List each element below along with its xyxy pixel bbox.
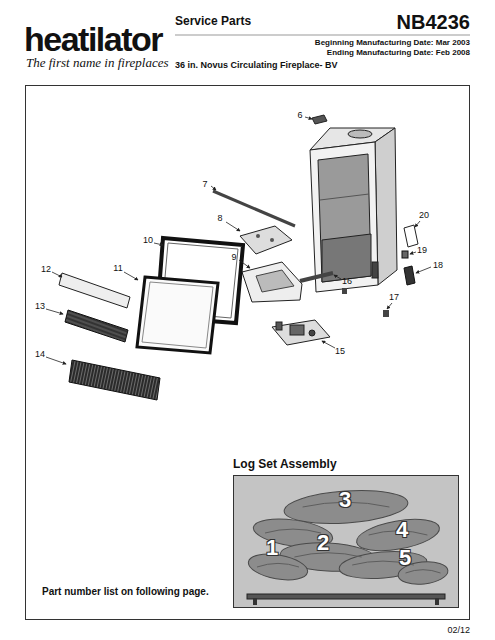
receiver [404, 225, 418, 247]
top-trim [59, 273, 130, 308]
log-callout: 4 [396, 517, 408, 542]
start-date: Beginning Manufacturing Date: Mar 2003 [315, 38, 470, 47]
log-grate-plate [240, 226, 292, 254]
log-callout: 3 [339, 487, 351, 512]
log-set-box: Log Set Assembly [233, 458, 459, 608]
callout-number: 16 [342, 276, 352, 286]
switch [402, 251, 408, 258]
callout-number: 8 [217, 213, 222, 223]
louver [65, 310, 128, 342]
log-callout: 2 [317, 530, 329, 555]
callout-number: 20 [419, 210, 429, 220]
product-name: 36 in. Novus Circulating Fireplace- BV [175, 60, 338, 70]
brand-logo: heatilator [24, 20, 162, 59]
callout-number: 19 [417, 245, 427, 255]
log-callout: 5 [399, 545, 411, 570]
support-bar [300, 273, 333, 281]
screw [383, 310, 389, 317]
end-date: Ending Manufacturing Date: Feb 2008 [327, 48, 470, 57]
callout-number: 18 [433, 260, 443, 270]
screw [342, 288, 347, 294]
rod [213, 191, 295, 226]
callout-number: 14 [35, 349, 45, 359]
fireplace-body [310, 128, 397, 292]
doc-type: Service Parts [175, 15, 251, 29]
callout-number: 17 [389, 292, 399, 302]
page-date: 02/12 [447, 625, 470, 635]
callout-number: 9 [231, 252, 236, 262]
callout-number: 10 [143, 235, 153, 245]
callout-number: 6 [297, 110, 302, 120]
callout-number: 7 [202, 179, 207, 189]
valve-assembly [272, 320, 330, 345]
grille [69, 360, 160, 400]
header-rule [175, 35, 470, 36]
burner-pan [242, 262, 302, 302]
remote [404, 266, 415, 285]
note: Part number list on following page. [42, 586, 209, 598]
leader-lines [46, 117, 431, 364]
model-number: NB4236 [397, 11, 470, 34]
bracket [312, 115, 327, 124]
callout-number: 11 [113, 263, 122, 273]
section-heading: Log Set Assembly [233, 458, 337, 472]
callout-number: 15 [335, 346, 345, 356]
callout-number: 12 [41, 264, 51, 274]
tagline: The first name in fireplaces [26, 56, 169, 71]
log-callout: 1 [266, 535, 278, 560]
callout-number: 13 [35, 301, 45, 311]
glass-assembly [137, 277, 218, 353]
